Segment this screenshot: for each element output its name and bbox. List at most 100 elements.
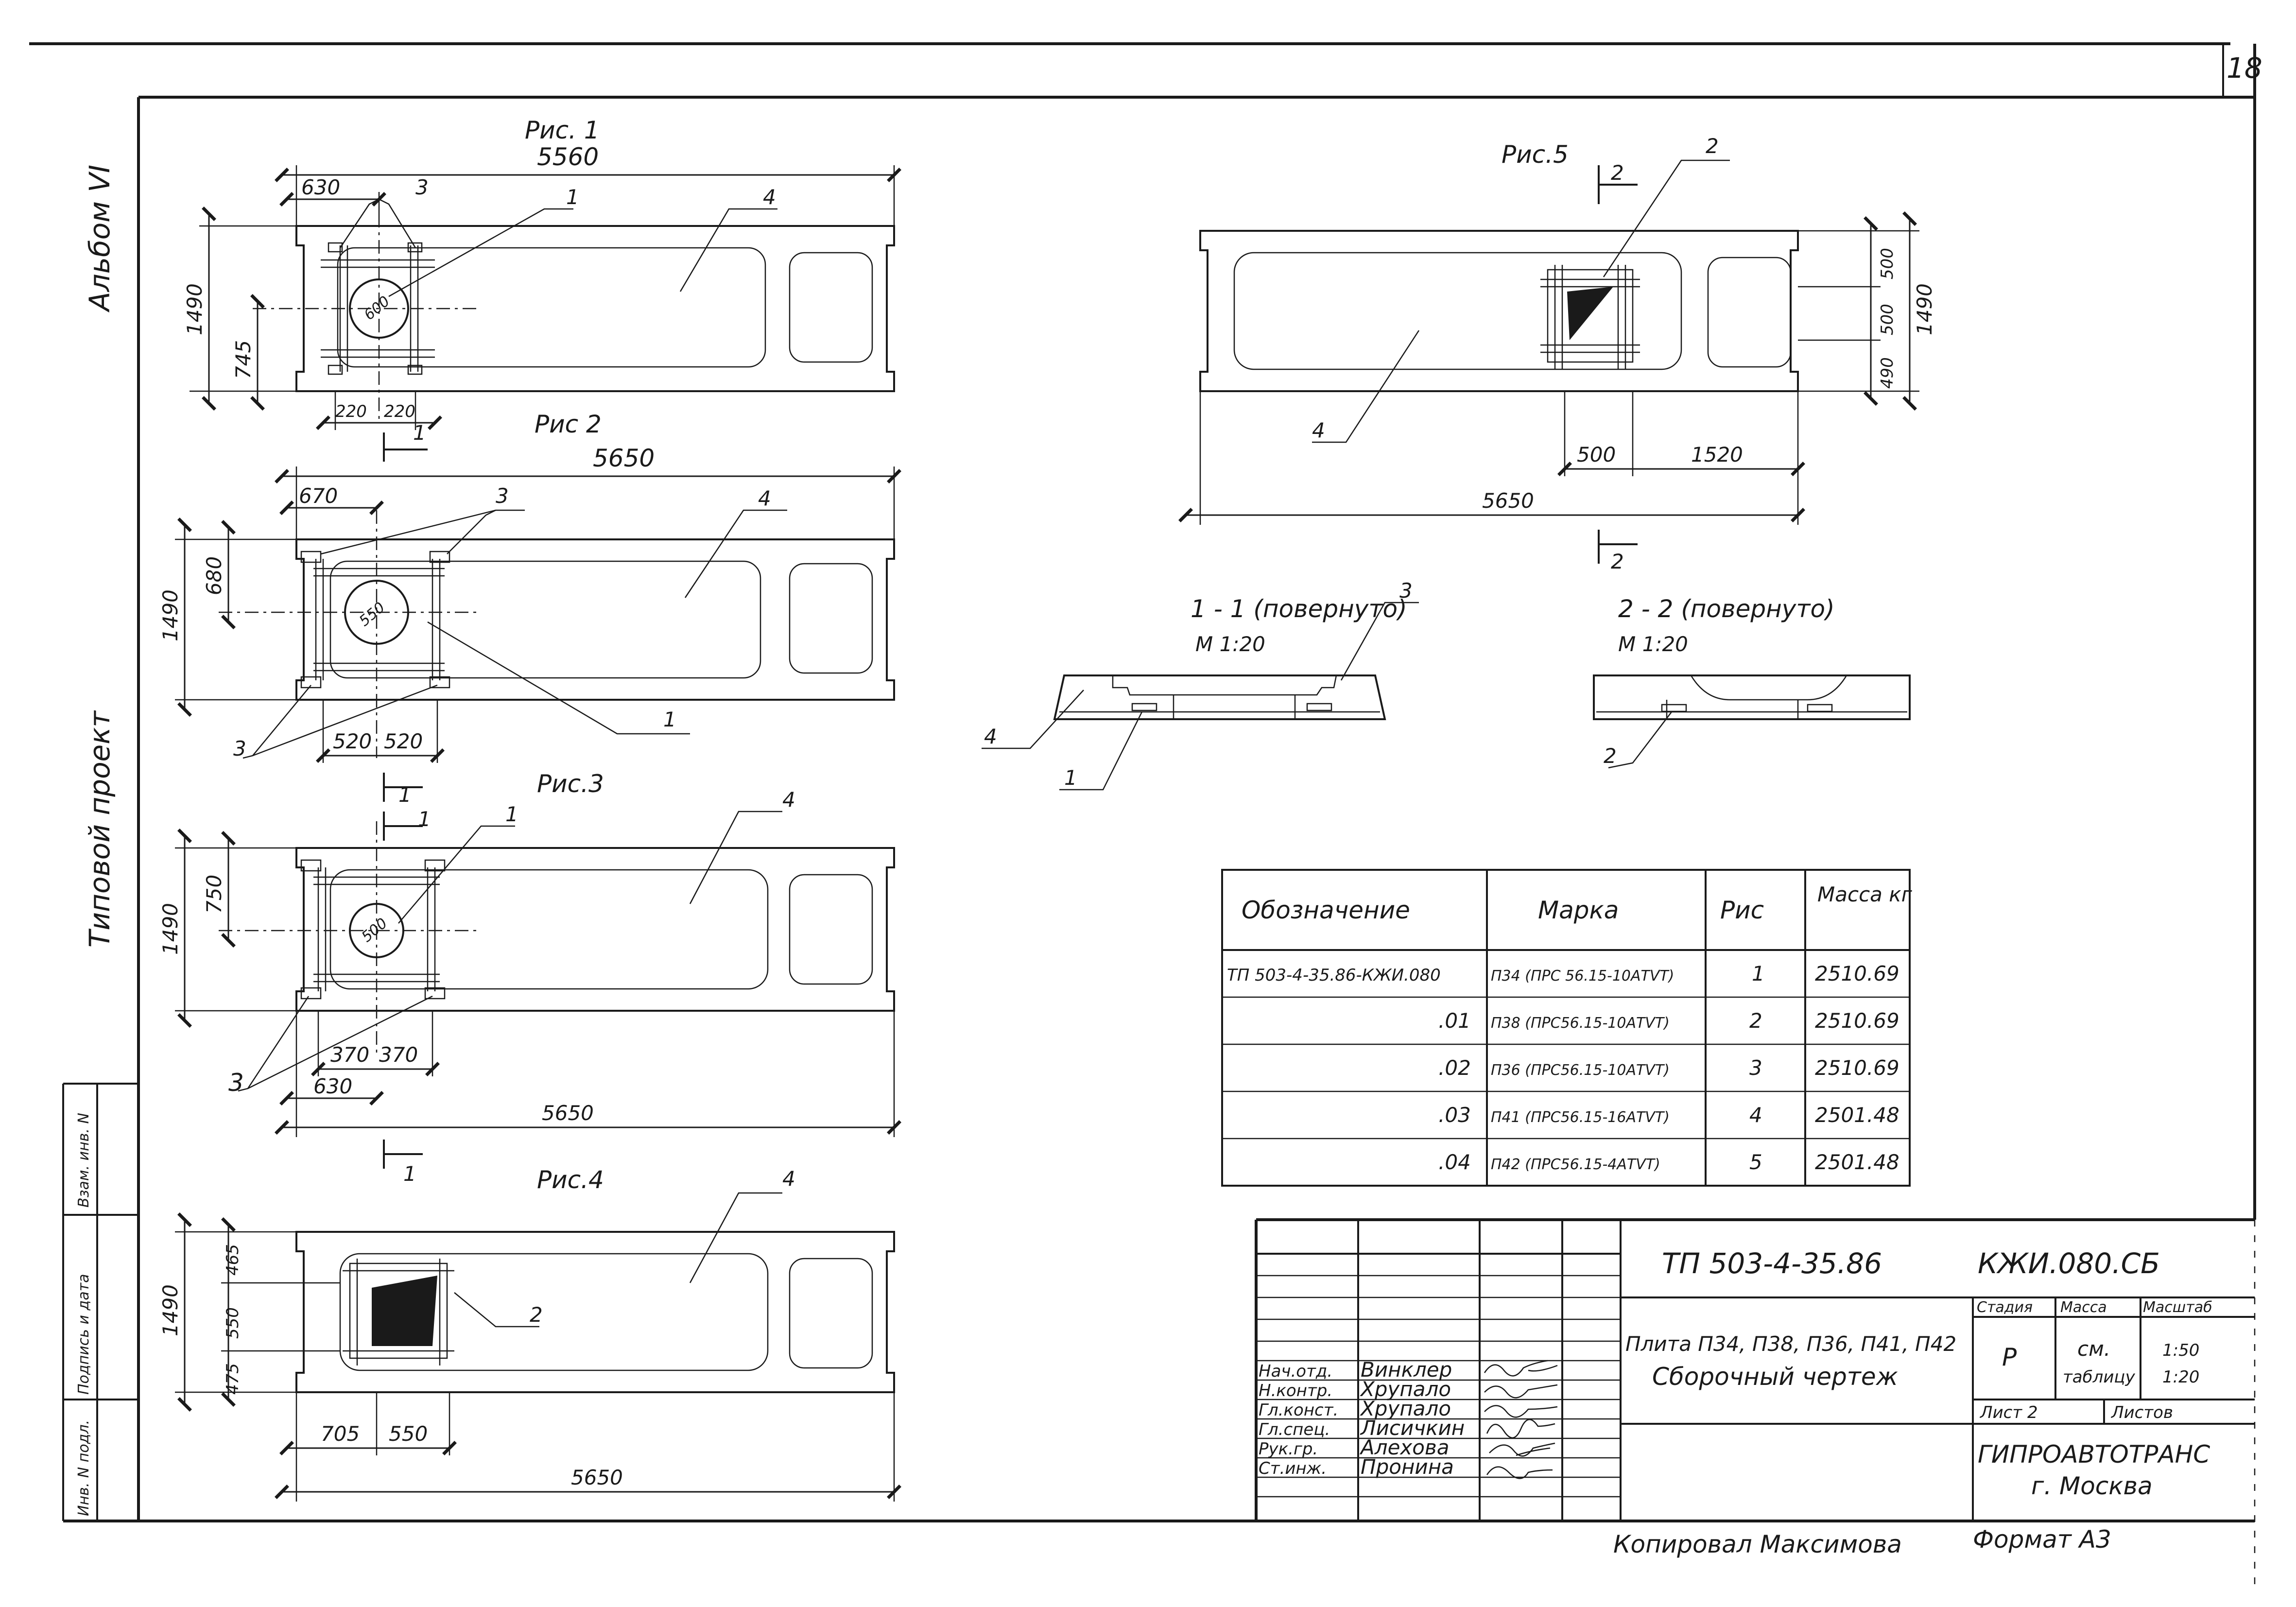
fig1-dim-left: 630 — [301, 175, 340, 199]
spec-row-5-fig: 5 — [1749, 1150, 1762, 1174]
spec-row-2-designation: .01 — [1438, 1009, 1471, 1033]
spec-row-5-mass: 2501.48 — [1815, 1150, 1899, 1174]
fig1-dim-height: 1490 — [183, 283, 207, 335]
section-2-2-title: 2 - 2 (повернуто) — [1618, 595, 1835, 623]
fig2-callout-3-top: 3 — [496, 484, 509, 508]
fig2-dim-height: 1490 — [158, 589, 182, 641]
section-1-1-drawing — [982, 602, 1419, 791]
fig2-dim-hole: 550 — [356, 599, 388, 630]
fig1-callout-4: 4 — [763, 185, 776, 209]
fig4-drawing — [175, 1192, 901, 1502]
spec-row-2-fig: 2 — [1749, 1009, 1762, 1033]
fig4-title: Рис.4 — [537, 1166, 604, 1194]
fig3-dim-hole: 500 — [359, 915, 391, 946]
fig5-section-mark-top: 2 — [1611, 161, 1624, 185]
signatures — [1484, 1360, 1558, 1479]
fig5-title: Рис.5 — [1502, 140, 1569, 169]
side-strip — [62, 1083, 138, 1521]
title-block-code: ТП 503-4-35.86 — [1662, 1247, 1882, 1280]
staff-name-4: Лисичкин — [1360, 1416, 1465, 1440]
fig2-section-mark: 1 — [398, 783, 412, 807]
staff-role-1: Нач.отд. — [1259, 1362, 1332, 1381]
title-block-sheet: Лист 2 — [1979, 1403, 2038, 1422]
spec-header-fig: Рис — [1720, 896, 1764, 924]
side-label-sign-date: Подпись и дата — [75, 1274, 92, 1395]
fig3-callout-1: 1 — [505, 802, 518, 826]
title-block-name-2: Сборочный чертеж — [1652, 1363, 1898, 1391]
fig3-drawing — [175, 811, 901, 1169]
fig1-dim-b1: 220 — [335, 402, 367, 421]
fig3-title: Рис.3 — [537, 770, 604, 798]
section-1-1-scale: М 1:20 — [1195, 632, 1265, 656]
fig5-section-mark-bottom: 2 — [1611, 550, 1624, 573]
fig3-dim-left: 630 — [313, 1074, 352, 1098]
spec-row-5-designation: .04 — [1438, 1150, 1471, 1174]
side-label-project: Типовой проект — [83, 710, 116, 948]
fig5-dim-h2: 500 — [1878, 304, 1897, 335]
spec-row-3-mass: 2510.69 — [1815, 1056, 1899, 1080]
spec-row-3-fig: 3 — [1749, 1056, 1762, 1080]
fig2-dim-mid: 680 — [202, 556, 226, 595]
staff-role-5: Рук.гр. — [1259, 1439, 1318, 1459]
staff-name-2: Хрупало — [1360, 1377, 1451, 1401]
title-block-doc: КЖИ.080.СБ — [1978, 1247, 2160, 1280]
fig4-dim-h3: 465 — [223, 1244, 242, 1276]
staff-role-3: Гл.конст. — [1259, 1400, 1338, 1420]
fig3-dim-length: 5650 — [542, 1101, 594, 1125]
fig5-dim-h1: 500 — [1878, 248, 1897, 279]
spec-header-mass-text: Масса кг — [1817, 882, 1913, 906]
title-block-grid — [1255, 1218, 2255, 1521]
section-2-2-drawing — [1593, 674, 1911, 769]
spec-row-2-mass: 2510.69 — [1815, 1009, 1899, 1033]
fig1-callout-3: 3 — [415, 175, 429, 199]
fig3-callout-3: 3 — [228, 1069, 244, 1097]
fig1-dim-mid: 745 — [231, 340, 255, 379]
title-block-mass-value-2: таблицу — [2063, 1367, 2136, 1387]
section-1-1-callout-4: 4 — [984, 725, 997, 748]
fig3-section-mark-top: 1 — [418, 807, 431, 831]
staff-name-5: Алехова — [1359, 1435, 1449, 1459]
spec-header-mark: Марка — [1538, 896, 1619, 924]
spec-table-grid — [1221, 869, 1911, 1187]
spec-row-5-mark: П42 (ПРС56.15-4АТVТ) — [1491, 1156, 1660, 1173]
spec-header-mass: Масса кг — [1817, 882, 1913, 906]
section-1-1-callout-1: 1 — [1064, 766, 1077, 790]
title-block-sheets: Листов — [2110, 1403, 2173, 1422]
spec-row-1-mass: 2510.69 — [1815, 962, 1899, 985]
title-block-stage-label: Стадия — [1977, 1299, 2033, 1316]
fig4-dim-h2: 550 — [223, 1307, 242, 1339]
staff-name-1: Винклер — [1361, 1358, 1452, 1382]
spec-header-designation: Обозначение — [1242, 896, 1410, 924]
staff-role-4: Гл.спец. — [1259, 1420, 1330, 1439]
fig2-drawing — [175, 467, 901, 802]
section-2-2-callout-2: 2 — [1604, 744, 1617, 768]
fig5-dim-l2: 1520 — [1691, 443, 1743, 467]
spec-row-3-mark: П36 (ПРС56.15-10АТVТ) — [1491, 1062, 1670, 1079]
staff-name-3: Хрупало — [1360, 1397, 1451, 1420]
copied-by: Копировал Максимова — [1613, 1530, 1902, 1558]
title-block-stage-value: Р — [2002, 1343, 2017, 1371]
fig2-callout-1: 1 — [663, 708, 676, 731]
spec-row-4-mark: П41 (ПРС56.15-16АТVТ) — [1491, 1109, 1670, 1126]
title-block-mass-label: Масса — [2060, 1299, 2107, 1316]
staff-name-6: Пронина — [1361, 1455, 1454, 1479]
spec-row-4-mass: 2501.48 — [1815, 1103, 1899, 1127]
fig5-dim-h3: 490 — [1878, 357, 1897, 389]
fig2-dim-length: 5650 — [593, 444, 655, 472]
spec-row-1-fig: 1 — [1752, 962, 1765, 985]
spec-row-4-fig: 4 — [1749, 1103, 1762, 1127]
fig3-dim-b1: 370 — [330, 1043, 369, 1067]
title-block-mass-value-1: см. — [2077, 1337, 2110, 1361]
spec-row-1-mark: П34 (ПРС 56.15-10АТVT) — [1491, 968, 1674, 985]
fig4-dim-h1: 475 — [223, 1363, 242, 1395]
fig1-dim-b2: 220 — [384, 402, 415, 421]
title-block-scale-label: Масштаб — [2143, 1299, 2212, 1316]
fig5-callout-2: 2 — [1706, 134, 1719, 158]
side-label-album: Альбом VI — [83, 165, 116, 313]
fig5-dim-height: 1490 — [1913, 283, 1936, 335]
page-number: 18 — [2227, 52, 2262, 85]
sheet-frame — [29, 42, 2256, 1584]
fig3-dim-height: 1490 — [158, 903, 182, 955]
fig5-dim-length: 5650 — [1482, 489, 1534, 513]
